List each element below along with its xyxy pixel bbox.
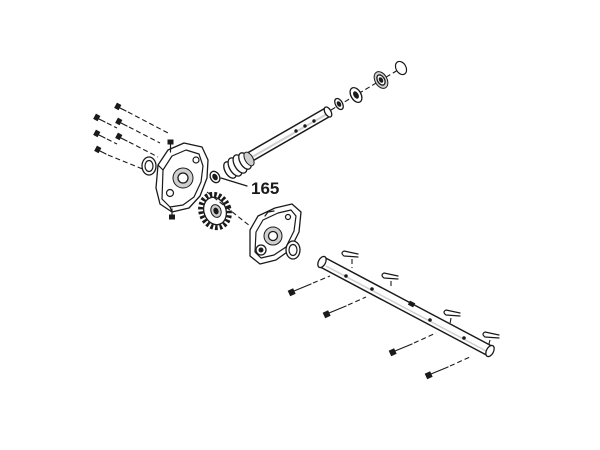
assembly-guide-line [330, 69, 399, 111]
flat-washer [349, 86, 363, 104]
assembly-guide-line [206, 191, 251, 227]
left-oil-seal [141, 156, 157, 176]
cover-bolt [115, 132, 159, 158]
shaft-key [407, 300, 416, 308]
cotter-pin [482, 331, 500, 345]
cover-bolt [94, 145, 151, 173]
cover-bolt [93, 113, 118, 129]
cover-bolts [93, 102, 169, 173]
callout-leader-line [220, 177, 248, 187]
retaining-ring [394, 60, 408, 76]
shear-bolt [287, 275, 331, 297]
part-number-label: 165 [251, 179, 279, 198]
cover-bolt [93, 129, 118, 145]
shear-bolt [424, 356, 471, 380]
case-drain-bolt [169, 208, 175, 220]
cover-bolt [114, 102, 169, 134]
left-gear-case-half [155, 142, 209, 213]
shear-bolt [388, 332, 437, 357]
cotter-pin [341, 250, 359, 268]
thrust-washer [209, 170, 221, 184]
cover-bolt [115, 117, 161, 144]
cotter-pin [381, 272, 399, 289]
cotter-pin [443, 309, 461, 325]
part-callout: 165 [220, 177, 279, 198]
auger-shaft [317, 255, 495, 358]
shaft-spacer [334, 97, 344, 111]
shear-bolt [322, 296, 367, 319]
spur-gear [198, 191, 232, 231]
worm-gear [223, 151, 255, 179]
ball-bearing [373, 71, 389, 89]
right-oil-seal [285, 240, 301, 260]
case-vent-bolt [167, 139, 174, 153]
